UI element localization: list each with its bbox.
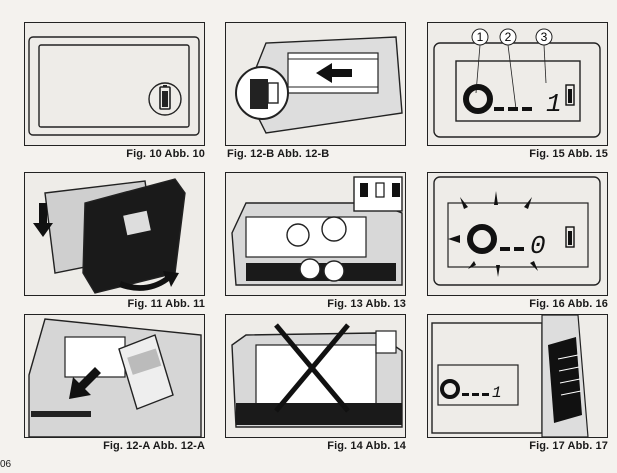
figure-15: 1 2 3 1 Fig. 15 Abb. 15 — [427, 22, 608, 160]
figure-16-illustration: 0 — [427, 172, 608, 296]
label-1: 1 — [477, 30, 484, 44]
label-2: 2 — [505, 30, 512, 44]
figure-12b-illustration — [225, 22, 406, 146]
battery-icon — [159, 85, 171, 110]
figure-13: Fig. 13 Abb. 13 — [225, 172, 406, 310]
figure-15-caption: Fig. 15 Abb. 15 — [529, 148, 608, 160]
figure-17-caption: Fig. 17 Abb. 17 — [529, 440, 608, 452]
arrow-icon — [316, 63, 352, 83]
arrow-icon — [33, 203, 53, 237]
battery-icon — [565, 84, 575, 106]
figure-10-caption: Fig. 10 Abb. 10 — [126, 148, 205, 160]
figure-11-caption: Fig. 11 Abb. 11 — [127, 298, 205, 310]
arrow-icon — [69, 367, 101, 399]
figure-10-illustration — [24, 22, 205, 146]
page-number: 06 — [0, 459, 12, 470]
figure-14-illustration — [225, 314, 406, 438]
figure-11: Fig. 11 Abb. 11 — [24, 172, 205, 310]
figure-14: Fig. 14 Abb. 14 — [225, 314, 406, 452]
figure-13-caption: Fig. 13 Abb. 13 — [327, 298, 406, 310]
figure-13-illustration — [225, 172, 406, 296]
figure-16: 0 Fig. 16 Abb. 16 — [427, 172, 608, 310]
film-cartridge-icon — [250, 79, 279, 109]
figure-12a: Fig. 12-A Abb. 12-A — [24, 314, 205, 452]
sun-rays-icon — [448, 191, 538, 277]
figure-17: 1 Fig. 17 Abb. 17 — [427, 314, 608, 452]
cross-icon — [274, 323, 350, 413]
figure-16-caption: Fig. 16 Abb. 16 — [529, 298, 608, 310]
figure-17-illustration: 1 — [427, 314, 608, 438]
figure-12a-illustration — [24, 314, 205, 438]
battery-icon — [565, 226, 575, 248]
figure-11-illustration — [24, 172, 205, 296]
figure-10: Fig. 10 Abb. 10 — [24, 22, 205, 160]
frame-counter: 1 — [492, 384, 502, 402]
label-3: 3 — [541, 30, 548, 44]
figure-12a-caption: Fig. 12-A Abb. 12-A — [103, 440, 205, 452]
figure-15-illustration: 1 2 3 1 — [427, 22, 608, 146]
arrow-icon — [119, 271, 179, 291]
figure-12b: Fig. 12-B Abb. 12-B — [225, 22, 406, 160]
frame-counter: 0 — [530, 231, 546, 261]
frame-counter: 1 — [546, 89, 562, 119]
figure-12b-caption: Fig. 12-B Abb. 12-B — [227, 148, 330, 160]
figure-14-caption: Fig. 14 Abb. 14 — [327, 440, 406, 452]
